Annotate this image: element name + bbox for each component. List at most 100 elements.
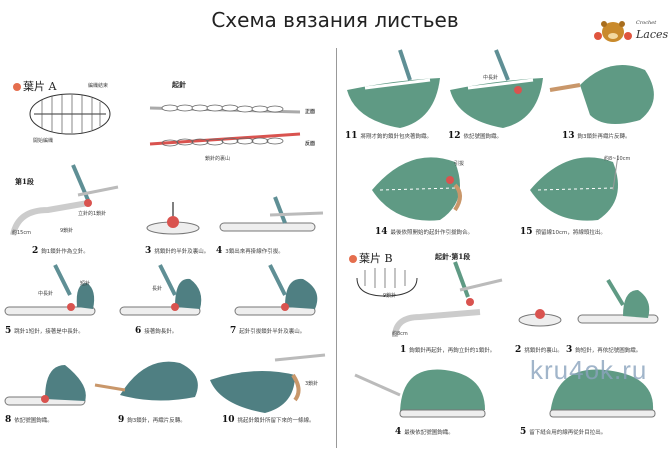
dc-label: 長針 [152, 286, 163, 292]
chain-heading: 起針 [172, 80, 186, 89]
step-number: 1 [400, 345, 407, 355]
step-number: 2 [32, 246, 39, 256]
nine-chain-label: 9鎖針 [60, 228, 74, 234]
tail-length-label: 約8cm [392, 331, 408, 337]
step-text: 鉤鎖針再起針，再鉤立針的1鎖針。 [409, 348, 496, 354]
step-8-illustration [4, 365, 86, 406]
turning-chain-label: 立針的1鎖針 [78, 211, 107, 217]
hdc-label: 中長針 [483, 75, 499, 81]
step-text: 留下縫合用的線再從針目拉出。 [529, 430, 607, 436]
step-text: 預留線10cm，將線頭拉出。 [535, 230, 606, 236]
step-3-illustration [146, 202, 200, 235]
step-number: 9 [118, 415, 125, 425]
bullet-icon [13, 83, 21, 91]
step-10-illustration [210, 353, 326, 413]
step-11-illustration [347, 49, 440, 128]
step-text: 挑鎖針的半針及裏山。 [154, 249, 210, 255]
step-number: 14 [375, 227, 388, 237]
row1-heading: 第1段 [15, 177, 34, 186]
step-number: 10 [222, 415, 235, 425]
foundation-chain-illustration [149, 104, 301, 147]
step-text: 跳針1短針，接著是中長針。 [14, 329, 84, 335]
step-number: 3 [566, 345, 573, 355]
step-text: 接著鉤長針。 [144, 329, 178, 335]
step-text: 鉤3鎖針再織片反轉。 [577, 134, 631, 140]
step-9-illustration [94, 361, 198, 401]
step-number: 12 [448, 131, 461, 141]
step-number: 4 [216, 246, 223, 256]
logo-text: Laces [636, 28, 669, 41]
slip-stitch-label: 引拔 [454, 161, 465, 167]
leaf-a-symbol-chart [29, 93, 111, 135]
step-14-illustration [372, 157, 462, 221]
tail-length-label: 約15cm [12, 230, 31, 236]
leaf-b-heading-text: 葉片 B [359, 252, 393, 265]
step-number: 11 [345, 131, 358, 141]
leaf-b-step-1-illustration [392, 261, 503, 338]
step-number: 5 [520, 427, 527, 437]
leaf-b-heading: 葉片 B [349, 250, 393, 266]
leaf-b-step-3-illustration [577, 278, 659, 324]
step-number: 8 [5, 415, 12, 425]
hdc-label: 中長針 [38, 291, 54, 297]
column-divider [336, 48, 337, 448]
leaf-a-heading-text: 葉片 A [23, 80, 57, 93]
back-bump-label: 鎖針的裏山 [205, 156, 231, 162]
step-text: 3鎖出來再掛線作引拔。 [225, 249, 284, 255]
bullet-icon [349, 255, 357, 263]
step-number: 15 [520, 227, 533, 237]
step-number: 4 [395, 427, 402, 437]
start-label: 開始編織 [33, 138, 54, 144]
step-number: 3 [145, 246, 152, 256]
step-text: 鉤1鎖針作為立針。 [41, 249, 89, 255]
step-text: 依記號圖鉤織。 [14, 418, 53, 424]
step-text: 最後依記號圖鉤織。 [404, 430, 454, 436]
step-7-illustration [234, 264, 318, 316]
leaf-b-symbol-chart [356, 268, 418, 297]
step-text: 起針引拔鎖針半針及裏山。 [239, 329, 306, 335]
step-15-illustration [530, 154, 619, 221]
back-label: 反面 [305, 141, 316, 147]
step-text: 最後依照開始的起針作引拔鉤合。 [390, 230, 474, 236]
page-title: Схема вязания листьев [211, 8, 459, 32]
step-13-illustration [549, 65, 654, 124]
logo-text: Crochet [636, 20, 657, 26]
nine-chain-label: 9鎖針 [383, 293, 397, 299]
step-text: 依記號圖鉤織。 [463, 134, 503, 140]
step-text: 挑鎖針的裏山。 [524, 348, 563, 354]
leaf-b-step-4-illustration [354, 369, 486, 418]
leaf-b-step-2-illustration [518, 309, 562, 327]
step-6-illustration [119, 264, 202, 316]
step-number: 7 [230, 326, 237, 336]
step-text: 鉤短針，再依記號圖鉤織。 [575, 348, 642, 354]
tail-length-label: 約8~10cm [604, 156, 631, 162]
step-5-illustration [4, 264, 96, 316]
step-text: 將剛才鉤的鎖針包夾著鉤織。 [360, 134, 433, 140]
bear-logo-icon [594, 21, 632, 42]
step-text: 挑起針鎖針所留下來的一條線。 [237, 418, 315, 424]
ch3-label: 3鎖針 [305, 381, 319, 387]
leaf-a-heading: 葉片 A [13, 78, 56, 94]
end-label: 編織結束 [88, 83, 109, 89]
step-number: 6 [135, 326, 142, 336]
step-text: 鉤3鎖針，再織片反轉。 [127, 418, 186, 424]
leaf-b-step-5-illustration [549, 369, 656, 418]
